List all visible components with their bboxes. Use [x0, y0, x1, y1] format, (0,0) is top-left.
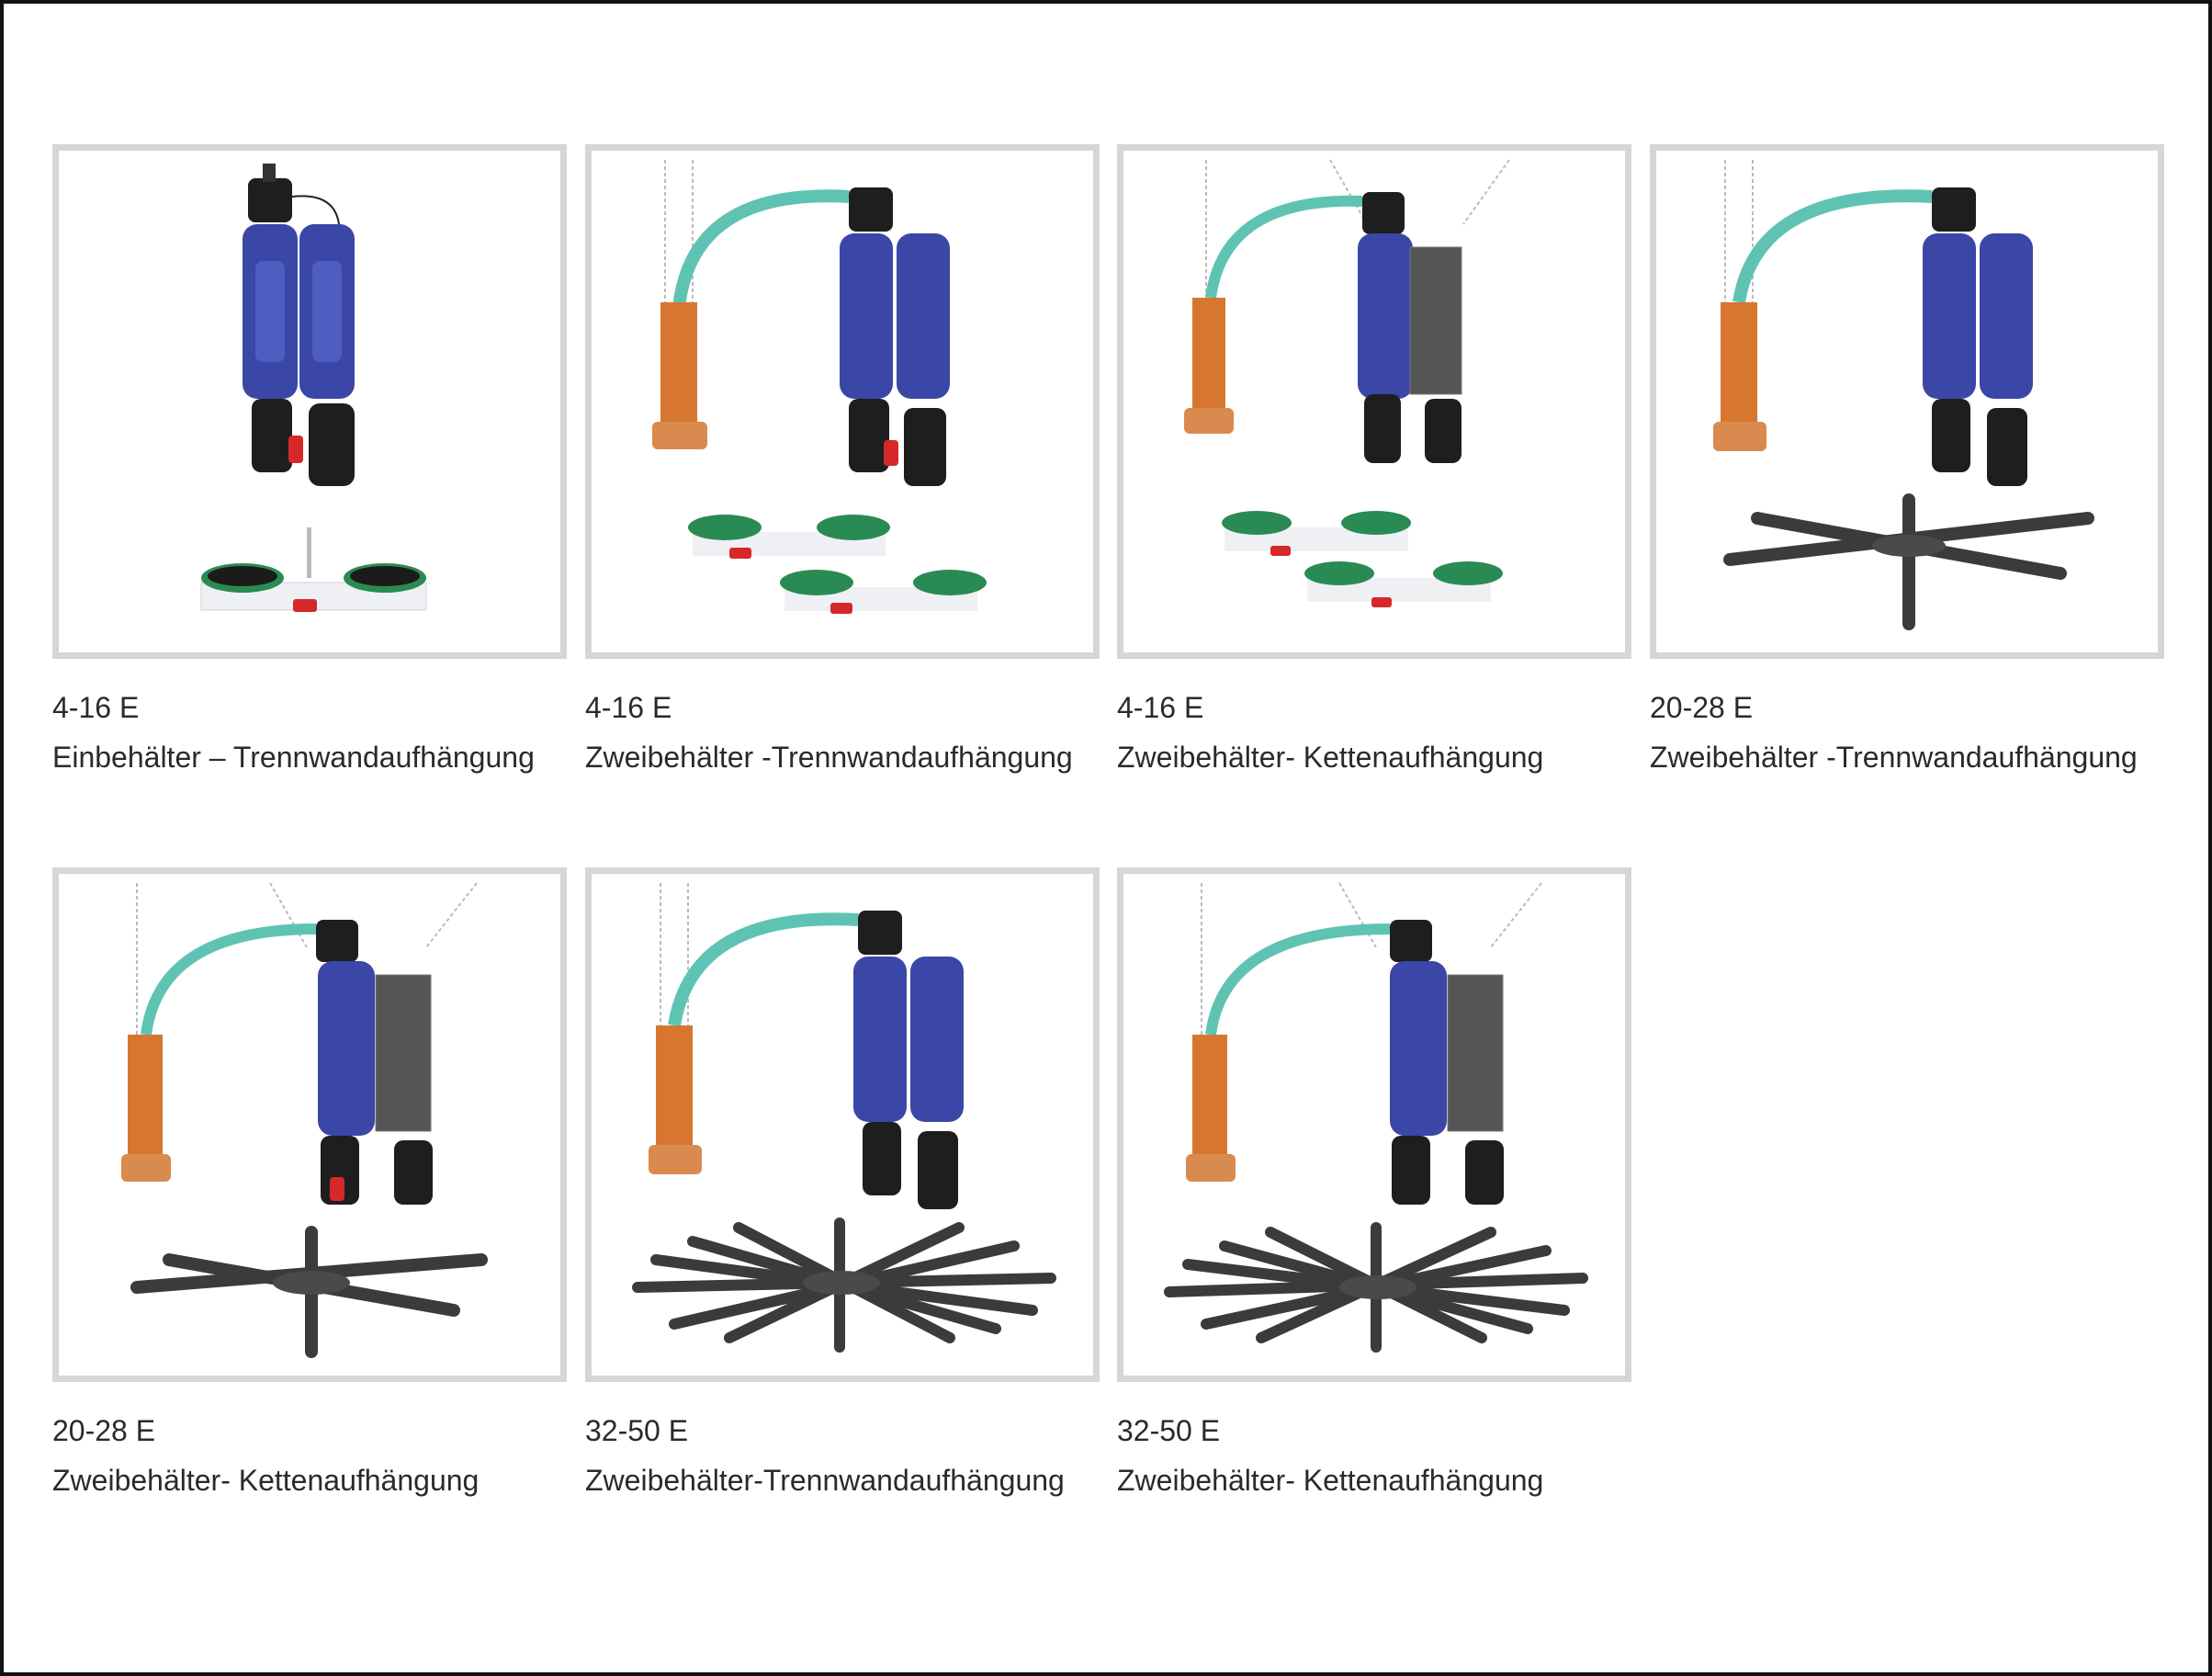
- product-description: Zweibehälter- Kettenaufhängung: [52, 1464, 480, 1497]
- product-description: Zweibehälter- Kettenaufhängung: [1117, 1464, 1544, 1497]
- product-card[interactable]: 4-16 E Einbehälter – Trennwandaufhängung: [52, 144, 567, 782]
- product-image[interactable]: [52, 867, 567, 1382]
- product-description: Zweibehälter -Trennwandaufhängung: [585, 741, 1073, 774]
- product-model: 20-28 E: [52, 1414, 156, 1447]
- product-image[interactable]: [1650, 144, 2164, 659]
- product-card[interactable]: 4-16 E Zweibehälter -Trennwandaufhängung: [585, 144, 1100, 782]
- product-image[interactable]: [585, 144, 1100, 659]
- double-tank-partition-unit-image: [652, 160, 987, 614]
- product-description: Zweibehälter -Trennwandaufhängung: [1650, 741, 2138, 774]
- product-card[interactable]: 32-50 E Zweibehälter- Kettenaufhängung: [1117, 867, 1631, 1505]
- product-image[interactable]: [1117, 144, 1631, 659]
- double-tank-chain-unit-image: [1184, 159, 1510, 607]
- product-description: Zweibehälter-Trennwandaufhängung: [585, 1464, 1065, 1497]
- product-model: 4-16 E: [52, 691, 140, 724]
- product-model: 32-50 E: [585, 1414, 689, 1447]
- product-card[interactable]: 4-16 E Zweibehälter- Kettenaufhängung: [1117, 144, 1631, 782]
- product-description: Einbehälter – Trennwandaufhängung: [52, 741, 535, 774]
- double-tank-star-unit-image: [1713, 160, 2094, 630]
- product-description: Zweibehälter- Kettenaufhängung: [1117, 741, 1544, 774]
- product-image[interactable]: [585, 867, 1100, 1382]
- product-card[interactable]: 20-28 E Zweibehälter- Kettenaufhängung: [52, 867, 567, 1505]
- product-model: 32-50 E: [1117, 1414, 1221, 1447]
- product-model: 4-16 E: [1117, 691, 1204, 724]
- product-card[interactable]: 32-50 E Zweibehälter-Trennwandaufhängung: [585, 867, 1100, 1505]
- product-image[interactable]: [1117, 867, 1631, 1382]
- product-model: 4-16 E: [585, 691, 672, 724]
- single-tank-unit-image: [200, 164, 427, 612]
- double-tank-chain-large-star-unit-image: [1164, 882, 1588, 1353]
- double-tank-large-star-unit-image: [632, 883, 1056, 1353]
- product-image[interactable]: [52, 144, 567, 659]
- double-tank-chain-star-unit-image: [121, 882, 488, 1358]
- product-model: 20-28 E: [1650, 691, 1754, 724]
- product-card[interactable]: 20-28 E Zweibehälter -Trennwandaufhängun…: [1650, 144, 2164, 782]
